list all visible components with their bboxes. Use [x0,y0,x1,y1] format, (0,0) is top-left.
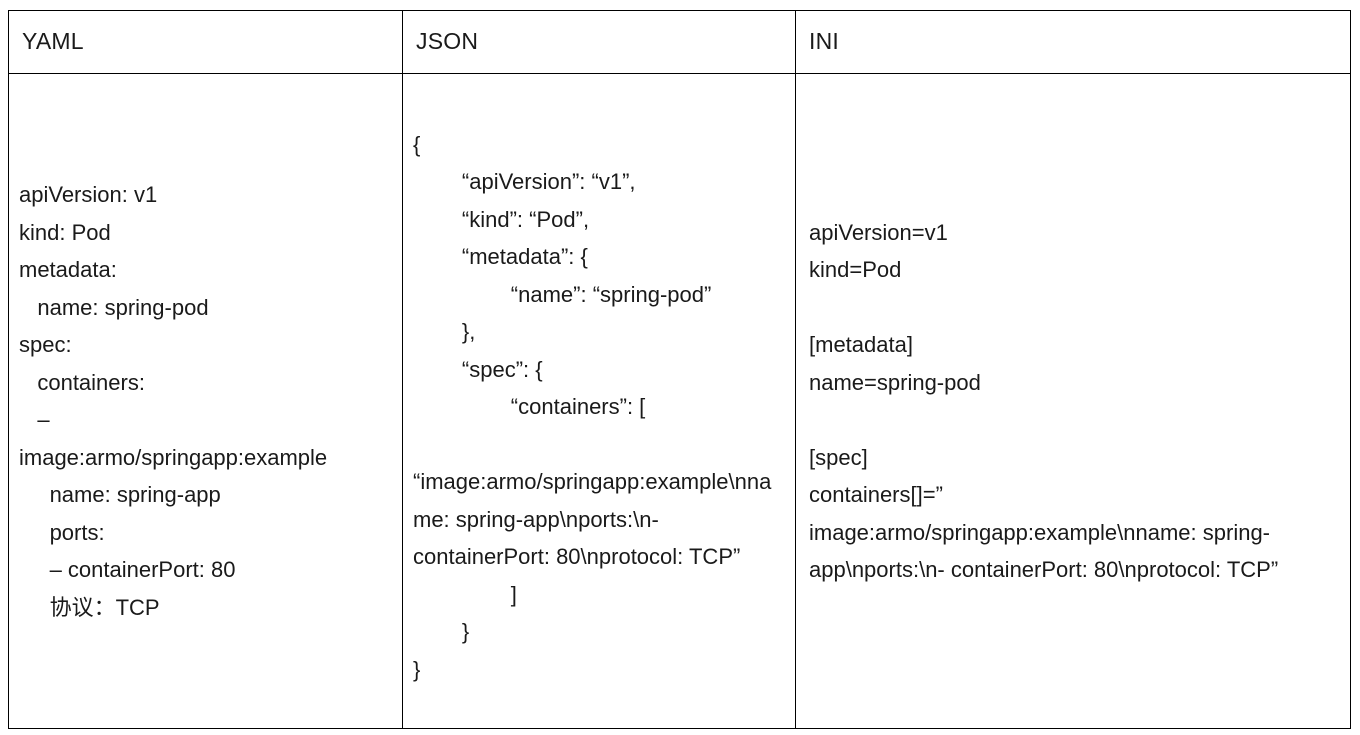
table-row: apiVersion: v1 kind: Pod metadata: name:… [8,73,1351,729]
table-body: apiVersion: v1 kind: Pod metadata: name:… [8,73,1351,729]
json-code-block: { “apiVersion”: “v1”, “kind”: “Pod”, “me… [413,131,772,682]
column-header-yaml-label: YAML [22,28,84,55]
column-header-yaml: YAML [8,10,403,74]
column-header-ini: INI [795,10,1351,74]
cell-ini: apiVersion=v1 kind=Pod [metadata] name=s… [795,73,1351,729]
yaml-code-block: apiVersion: v1 kind: Pod metadata: name:… [19,182,328,620]
column-header-ini-label: INI [809,28,839,55]
table-header-row: YAML JSON INI [8,10,1351,74]
table-header-row-group: YAML JSON INI [8,10,1351,74]
cell-yaml: apiVersion: v1 kind: Pod metadata: name:… [8,73,403,729]
ini-code-block: apiVersion=v1 kind=Pod [metadata] name=s… [809,219,1279,583]
column-header-json: JSON [402,10,796,74]
format-comparison-table: YAML JSON INI apiVersion: v1 kind: Pod m… [8,10,1351,729]
column-header-json-label: JSON [416,28,479,55]
cell-json: { “apiVersion”: “v1”, “kind”: “Pod”, “me… [402,73,796,729]
